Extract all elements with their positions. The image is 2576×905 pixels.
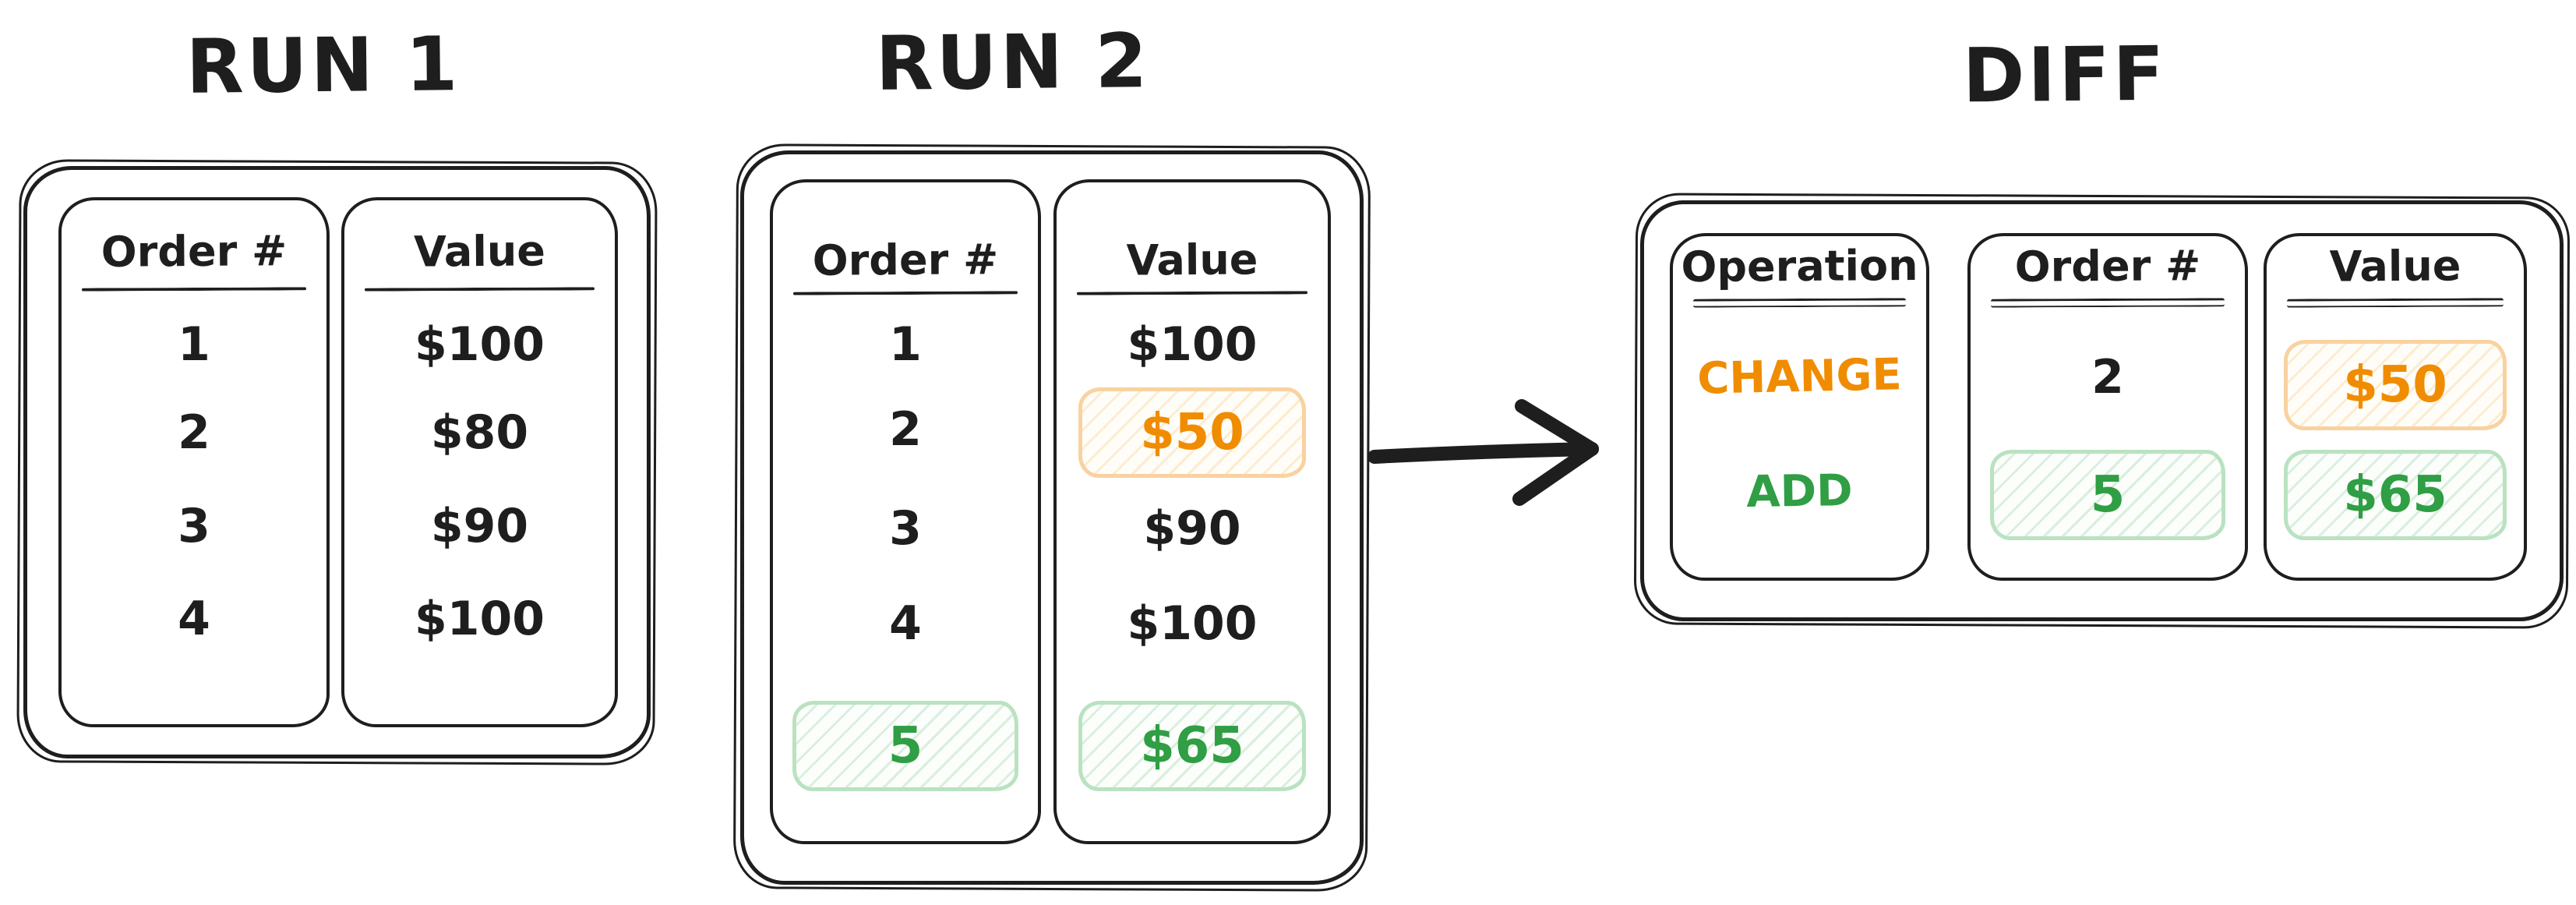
changed-value-highlight: $50 bbox=[2284, 340, 2507, 430]
added-row-highlight: 5 bbox=[1990, 450, 2225, 540]
header-underline bbox=[1990, 298, 2225, 308]
run1-title: RUN 1 bbox=[185, 20, 461, 111]
table-cell: $90 bbox=[430, 499, 529, 553]
table-cell: $80 bbox=[430, 405, 529, 460]
table-cell: 1 bbox=[178, 317, 210, 372]
run1-value-column: Value $100 $80 $90 $100 bbox=[341, 197, 618, 727]
diff-order-column: Order # 2 5 bbox=[1967, 233, 2248, 581]
column-header: Value bbox=[413, 226, 546, 277]
operation-change-label: CHANGE bbox=[1696, 349, 1903, 405]
table-cell: 2 bbox=[889, 402, 922, 457]
added-value-highlight: $65 bbox=[2284, 450, 2507, 540]
table-cell: $100 bbox=[1127, 596, 1258, 651]
table-cell: $100 bbox=[415, 592, 545, 646]
column-header: Value bbox=[2329, 241, 2461, 292]
added-row-highlight: 5 bbox=[792, 701, 1018, 791]
table-cell: $100 bbox=[1127, 317, 1258, 372]
column-header: Order # bbox=[2014, 241, 2201, 292]
table-cell: 4 bbox=[178, 592, 210, 646]
table-cell: 4 bbox=[889, 596, 922, 651]
run2-order-column: Order # 1 2 3 4 5 bbox=[770, 179, 1041, 844]
table-cell: $65 bbox=[1140, 717, 1244, 775]
added-value-highlight: $65 bbox=[1078, 701, 1306, 791]
diff-operation-column: Operation CHANGE ADD bbox=[1670, 233, 1929, 581]
table-cell: $65 bbox=[2343, 466, 2447, 524]
header-underline bbox=[364, 287, 595, 292]
diff-title: DIFF bbox=[1962, 30, 2168, 120]
header-underline bbox=[792, 291, 1018, 295]
run2-title: RUN 2 bbox=[875, 17, 1151, 108]
run2-value-column: Value $100 $50 $90 $100 $65 bbox=[1053, 179, 1331, 844]
run2-table: Order # 1 2 3 4 5 Value $100 $50 $90 $10… bbox=[740, 150, 1364, 885]
header-underline bbox=[1692, 298, 1907, 308]
arrow-right-icon bbox=[1367, 399, 1599, 506]
diff-table: Operation CHANGE ADD Order # 2 5 Value $… bbox=[1640, 200, 2564, 621]
table-cell: 5 bbox=[887, 717, 923, 775]
table-cell: 3 bbox=[178, 499, 210, 553]
changed-value-highlight: $50 bbox=[1078, 387, 1306, 478]
table-cell: $50 bbox=[2343, 356, 2447, 414]
table-cell: 1 bbox=[889, 317, 922, 372]
diff-value-column: Value $50 $65 bbox=[2264, 233, 2527, 581]
column-header: Order # bbox=[812, 235, 999, 285]
header-underline bbox=[2286, 298, 2504, 308]
operation-add-label: ADD bbox=[1745, 465, 1854, 518]
table-cell: $90 bbox=[1143, 501, 1241, 556]
header-underline bbox=[81, 287, 307, 292]
table-cell: 2 bbox=[178, 405, 210, 460]
column-header: Operation bbox=[1681, 240, 1918, 292]
column-header: Value bbox=[1126, 235, 1258, 285]
table-cell: 5 bbox=[2090, 466, 2126, 524]
table-cell: $50 bbox=[1140, 404, 1244, 461]
table-cell: 3 bbox=[889, 501, 922, 556]
table-cell: $100 bbox=[415, 317, 545, 372]
header-underline bbox=[1076, 291, 1308, 295]
run1-table: Order # 1 2 3 4 Value $100 $80 $90 $100 bbox=[23, 166, 651, 758]
table-cell: 2 bbox=[2091, 350, 2124, 405]
column-header: Order # bbox=[101, 226, 288, 277]
run1-order-column: Order # 1 2 3 4 bbox=[58, 197, 330, 727]
